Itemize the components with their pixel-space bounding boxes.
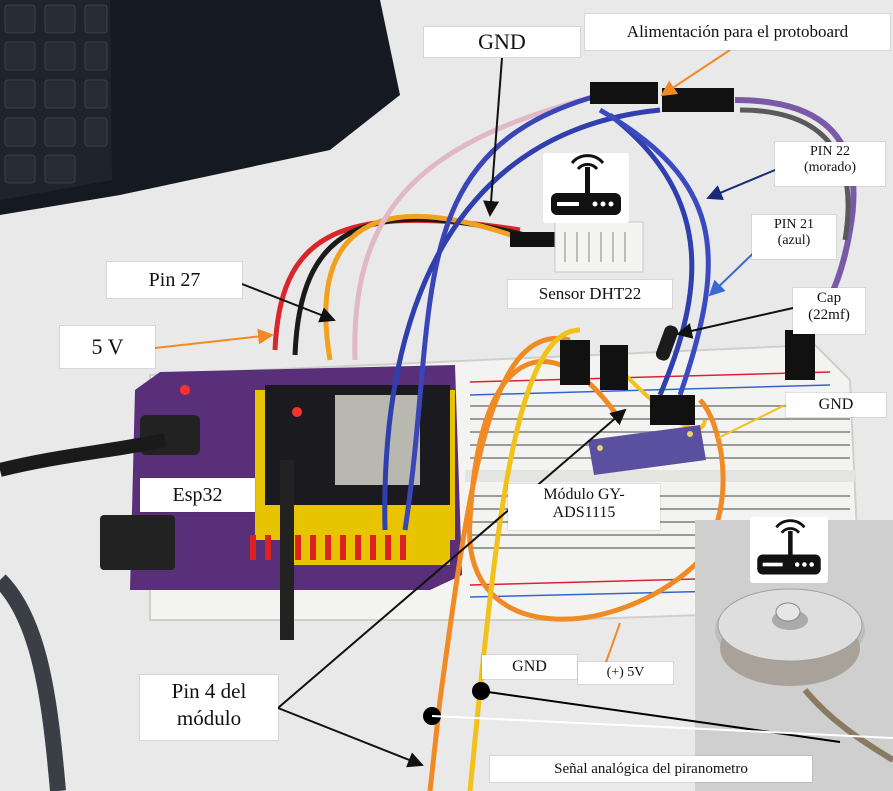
connector-top-left — [590, 82, 658, 104]
label-modulo-ads1115: Módulo GY- ADS1115 — [508, 484, 660, 530]
connector-right — [785, 330, 815, 380]
label-pin21: PIN 21 (azul) — [752, 215, 836, 259]
wire-blue-pin22 — [598, 107, 711, 396]
wire-blue-2 — [382, 107, 661, 531]
dht22-sensor — [510, 221, 644, 273]
label-5v: 5 V — [60, 326, 155, 368]
label-pin4-line1: Pin 4 del — [171, 679, 247, 703]
wire-orange-loop — [467, 359, 726, 622]
ads1115-module — [588, 395, 706, 475]
label-esp32: Esp32 — [140, 478, 255, 512]
label-alimentacion: Alimentación para el protoboard — [585, 14, 890, 50]
wire-pink — [352, 92, 601, 361]
wire-blue-pin21 — [608, 113, 695, 396]
label-senal-piranometro: Señal analógica del piranometro — [490, 756, 812, 782]
capacitor — [655, 325, 679, 361]
label-plus-5v: (+) 5V — [578, 662, 673, 684]
label-pin22: PIN 22 (morado) — [775, 142, 885, 186]
wire-grey — [739, 107, 851, 241]
usb-cable-grey — [0, 574, 66, 791]
connector-module-1 — [560, 340, 590, 385]
connector-module-2 — [600, 345, 628, 390]
label-gnd-top: GND — [424, 27, 580, 57]
label-cap: Cap (22mf) — [793, 288, 865, 334]
wifi-router-icon — [750, 517, 828, 583]
label-pin22-line1: PIN 22 — [809, 144, 851, 159]
connector-top-right — [662, 88, 734, 112]
wire-orange-down — [427, 335, 571, 791]
label-sensor-dht22: Sensor DHT22 — [508, 280, 672, 308]
label-gnd-bottom: GND — [482, 655, 577, 679]
label-pin22-line2: (morado) — [803, 160, 857, 176]
label-modulo-line1: Módulo GY- — [543, 486, 625, 503]
label-cap-line2: (22mf) — [808, 307, 850, 324]
label-cap-line1: Cap — [816, 290, 842, 306]
label-pin21-line1: PIN 21 — [773, 217, 815, 232]
pyranometer-photo — [695, 520, 893, 791]
label-pin27: Pin 27 — [107, 262, 242, 298]
label-gnd-right: GND — [786, 393, 886, 417]
label-pin4-line2: módulo — [176, 706, 242, 731]
usb-cable-black — [0, 433, 167, 477]
wire-yellow — [467, 327, 581, 791]
esp32-board — [100, 365, 462, 590]
cable-tie — [280, 460, 294, 640]
label-pin21-line2: (azul) — [777, 233, 811, 249]
wifi-router-icon — [543, 153, 629, 223]
laptop — [0, 0, 400, 215]
label-pin4-modulo: Pin 4 del módulo — [140, 675, 278, 740]
label-modulo-line2: ADS1115 — [552, 504, 616, 522]
